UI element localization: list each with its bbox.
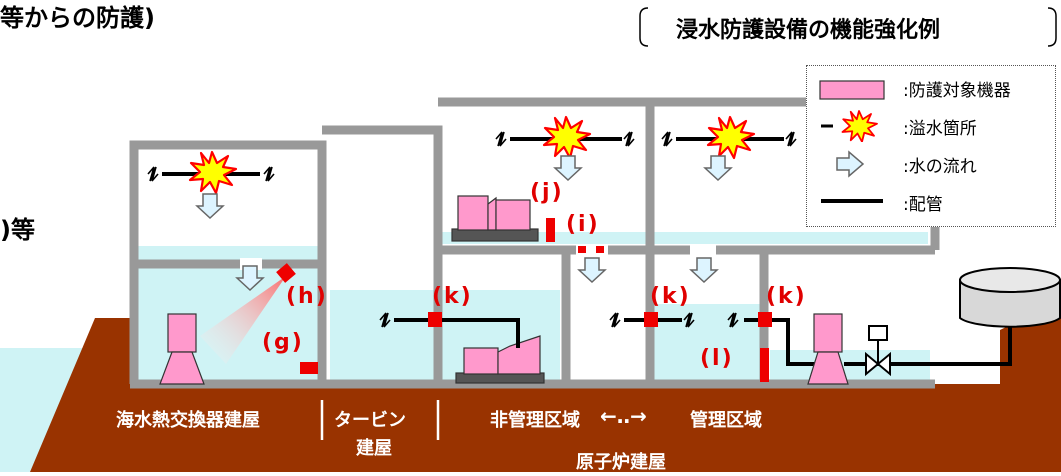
- marker-i-right: [596, 246, 604, 253]
- spray-beam: [200, 276, 286, 364]
- reactor-building-label: 原子炉建屋: [576, 452, 666, 473]
- legend-item: :溢水箇所: [807, 108, 1055, 142]
- leak-pipe-seawater: [147, 150, 275, 195]
- flood-water-upper-floor: [442, 232, 928, 244]
- section-title: 浸水防護設備の機能強化例: [676, 18, 941, 43]
- turbine-building-label-1: タービン: [334, 410, 406, 431]
- water-flow-arrow-icon: [704, 155, 732, 181]
- legend-item: :水の流れ: [807, 146, 1055, 180]
- flood-source-icon: [821, 110, 878, 142]
- marker-j: [546, 218, 555, 242]
- legend-item: :配管: [807, 184, 1055, 218]
- partial-title: 等からの防護): [0, 4, 155, 32]
- water-flow-arrow-icon: [196, 193, 224, 219]
- side-text: )等: [0, 216, 35, 244]
- legend-item: :防護対象機器: [807, 70, 1055, 104]
- seawater-building-label: 海水熱交換器建屋: [116, 410, 260, 431]
- label-i: (i): [566, 212, 600, 237]
- label-k: (k): [766, 284, 807, 309]
- controlled-zone-label: 管理区域: [690, 410, 762, 431]
- title-bracket-left: [639, 7, 649, 47]
- flood-water-reactor: [654, 304, 760, 382]
- legend-label: :防護対象機器: [903, 81, 1011, 101]
- legend-label: :水の流れ: [903, 157, 977, 177]
- water-flow-arrow-icon: [690, 257, 718, 283]
- pipe-turbine: [379, 312, 520, 348]
- pump-seawater: [159, 313, 205, 385]
- non-controlled-zone-label: 非管理区域: [490, 410, 580, 431]
- turbine-building-label-2: 建屋: [356, 438, 392, 459]
- marker-h: [276, 263, 296, 283]
- marker-l: [760, 348, 769, 382]
- label-k: (k): [650, 284, 691, 309]
- water-flow-arrow-icon: [554, 155, 582, 181]
- legend: :防護対象機器 :溢水箇所 :水の流れ :配管: [806, 65, 1056, 227]
- title-bracket-right: [1047, 7, 1057, 47]
- label-k: (k): [432, 284, 473, 309]
- label-h: (h): [286, 284, 328, 309]
- pump-reactor: [807, 313, 849, 385]
- protected-equipment-icon: [819, 80, 885, 100]
- equipment-upper: [451, 195, 539, 242]
- label-j: (j): [530, 180, 564, 205]
- leak-pipe-reactor-right: [661, 115, 797, 160]
- marker-i-left: [578, 246, 586, 253]
- pipe-reactor-left: [609, 312, 695, 328]
- valve-icon: [865, 325, 891, 377]
- pipe-line-icon: [821, 199, 883, 203]
- label-g: (g): [262, 330, 304, 355]
- storage-tank: [959, 267, 1061, 328]
- floor-opening-2: [690, 244, 716, 256]
- legend-label: :配管: [903, 195, 943, 215]
- label-l: (l): [700, 346, 734, 371]
- leak-pipe-reactor-left: [495, 115, 635, 160]
- flood-water-turbine: [330, 290, 434, 382]
- pipe-reactor-right: [727, 312, 1012, 366]
- zone-arrow: ←‥→: [600, 404, 647, 428]
- water-flow-arrow-icon: [836, 150, 865, 178]
- water-flow-arrow-icon: [578, 257, 606, 283]
- equipment-turbine: [455, 335, 545, 384]
- marker-g: [300, 362, 318, 374]
- legend-label: :溢水箇所: [903, 119, 977, 139]
